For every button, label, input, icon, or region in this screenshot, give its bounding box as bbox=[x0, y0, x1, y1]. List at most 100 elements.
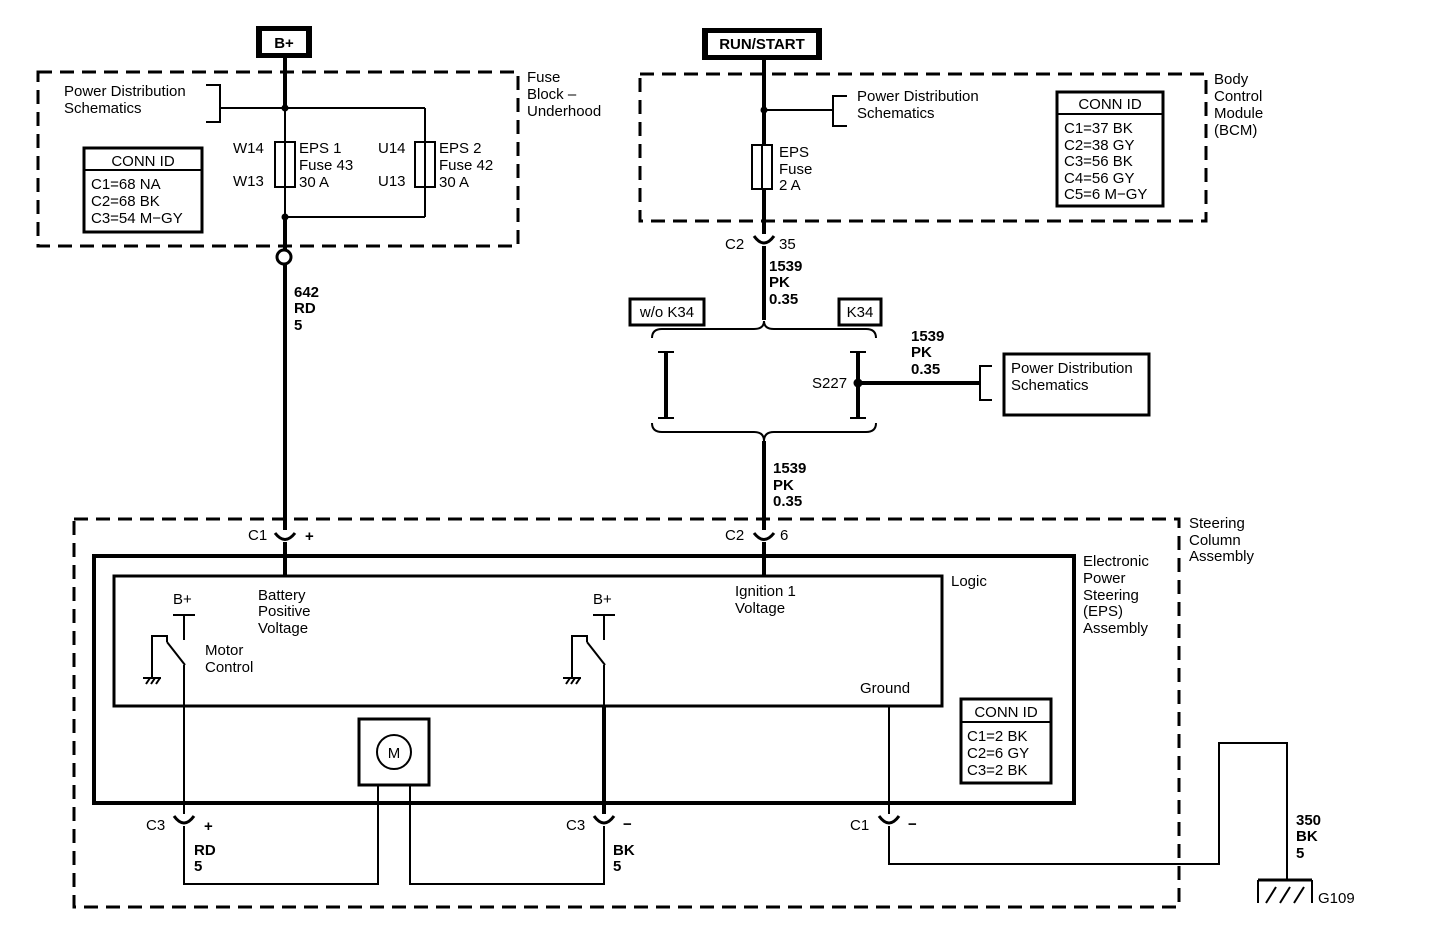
ground-g109-icon bbox=[1257, 878, 1313, 904]
logic-block bbox=[112, 574, 944, 708]
splice-pds-ref[interactable]: Power Distribution Schematics bbox=[1002, 352, 1151, 417]
svg-text:Schematics: Schematics bbox=[64, 100, 142, 117]
steering-column-title: Steering Column Assembly bbox=[1189, 515, 1255, 565]
svg-text:350: 350 bbox=[1296, 812, 1321, 829]
svg-text:EPS 2: EPS 2 bbox=[439, 140, 482, 157]
eps-connector-c1-top: C1 + bbox=[248, 527, 314, 545]
svg-text:Schematics: Schematics bbox=[1011, 377, 1089, 394]
svg-text:Fuse: Fuse bbox=[779, 161, 812, 178]
svg-text:C1=2 BK: C1=2 BK bbox=[967, 728, 1027, 745]
wire-642-label: 642 RD 5 bbox=[294, 284, 319, 334]
svg-text:Assembly: Assembly bbox=[1083, 620, 1149, 637]
eps-title: Electronic Power Steering (EPS) Assembly bbox=[1083, 553, 1149, 637]
svg-text:Control: Control bbox=[1214, 88, 1262, 105]
svg-text:Motor: Motor bbox=[205, 642, 243, 659]
svg-text:EPS 1: EPS 1 bbox=[299, 140, 342, 157]
svg-text:BK: BK bbox=[613, 842, 635, 859]
svg-text:Body: Body bbox=[1214, 71, 1249, 88]
option-brace-top bbox=[651, 320, 877, 339]
svg-text:Steering: Steering bbox=[1189, 515, 1245, 532]
svg-text:C2=6 GY: C2=6 GY bbox=[967, 745, 1029, 762]
bplus-source: B+ bbox=[256, 26, 312, 58]
ground-label: Ground bbox=[860, 680, 910, 697]
svg-text:C1=68 NA: C1=68 NA bbox=[91, 176, 161, 193]
svg-text:M: M bbox=[388, 745, 401, 762]
motor-negative-wire bbox=[409, 785, 605, 885]
svg-text:w/o K34: w/o K34 bbox=[639, 304, 694, 321]
svg-text:C3: C3 bbox=[146, 817, 165, 834]
svg-text:K34: K34 bbox=[847, 304, 874, 321]
svg-text:35: 35 bbox=[779, 236, 796, 253]
svg-text:Power Distribution: Power Distribution bbox=[857, 88, 979, 105]
terminal-circle bbox=[275, 248, 293, 266]
eps-conn-id-table: CONN ID C1=2 BK C2=6 GY C3=2 BK bbox=[959, 697, 1053, 785]
svg-text:0.35: 0.35 bbox=[769, 291, 798, 308]
ground-wire-350 bbox=[888, 742, 1288, 880]
eps-connector-c2-top: C2 6 bbox=[725, 527, 788, 544]
svg-text:C3=2 BK: C3=2 BK bbox=[967, 762, 1027, 779]
svg-text:1539: 1539 bbox=[773, 460, 806, 477]
svg-text:CONN ID: CONN ID bbox=[974, 704, 1038, 721]
fuse-eps2: U14 U13 EPS 2 Fuse 42 30 A bbox=[378, 108, 493, 217]
svg-text:C1: C1 bbox=[248, 527, 267, 544]
svg-text:0.35: 0.35 bbox=[773, 493, 802, 510]
ground-g109-label: G109 bbox=[1318, 890, 1355, 907]
svg-text:Voltage: Voltage bbox=[258, 620, 308, 637]
svg-text:Voltage: Voltage bbox=[735, 600, 785, 617]
svg-text:1539: 1539 bbox=[769, 258, 802, 275]
svg-text:C2: C2 bbox=[725, 236, 744, 253]
bplus-source-label: B+ bbox=[274, 35, 294, 52]
svg-text:PK: PK bbox=[769, 274, 790, 291]
jumper-without-k34 bbox=[658, 351, 674, 419]
svg-text:Assembly: Assembly bbox=[1189, 548, 1255, 565]
wire-1539-upper-label: 1539 PK 0.35 bbox=[769, 258, 802, 308]
ground-wire-label: 350 BK 5 bbox=[1296, 812, 1321, 862]
run-start-label: RUN/START bbox=[719, 36, 805, 53]
svg-text:Column: Column bbox=[1189, 532, 1241, 549]
bplus-left-label: B+ bbox=[173, 591, 192, 608]
bcm-boundary bbox=[638, 72, 1208, 223]
eps-connector-c3-left: C3 + bbox=[146, 815, 213, 835]
fuse-block-pds-ref[interactable]: Power Distribution Schematics bbox=[64, 83, 285, 123]
svg-text:0.35: 0.35 bbox=[911, 361, 940, 378]
svg-text:CONN ID: CONN ID bbox=[1078, 96, 1142, 113]
motor-control-switch-right: B+ bbox=[563, 591, 615, 706]
svg-text:Fuse 43: Fuse 43 bbox=[299, 157, 353, 174]
svg-text:−: − bbox=[908, 816, 917, 833]
svg-text:Ignition 1: Ignition 1 bbox=[735, 583, 796, 600]
fuse-block-boundary bbox=[36, 70, 520, 248]
eps-assembly-boundary bbox=[92, 554, 1076, 805]
svg-text:Electronic: Electronic bbox=[1083, 553, 1149, 570]
svg-text:W14: W14 bbox=[233, 140, 264, 157]
connector-cup bbox=[752, 235, 776, 245]
eps-connector-c3-right: C3 − bbox=[566, 815, 632, 834]
svg-text:642: 642 bbox=[294, 284, 319, 301]
bcm-pds-ref[interactable]: Power Distribution Schematics bbox=[764, 88, 979, 127]
option-with-k34: K34 bbox=[837, 297, 883, 327]
svg-text:Power: Power bbox=[1083, 570, 1126, 587]
svg-text:Fuse: Fuse bbox=[527, 69, 560, 86]
svg-text:+: + bbox=[305, 528, 314, 545]
motor-positive-wire bbox=[183, 785, 379, 885]
option-brace-bottom bbox=[651, 422, 877, 442]
svg-text:5: 5 bbox=[194, 858, 202, 875]
svg-text:Underhood: Underhood bbox=[527, 103, 601, 120]
svg-text:C3=54 M−GY: C3=54 M−GY bbox=[91, 210, 183, 227]
steering-column-boundary bbox=[72, 517, 1181, 909]
svg-text:2 A: 2 A bbox=[779, 177, 801, 194]
bcm-connector-c2: C2 35 bbox=[725, 235, 796, 253]
svg-text:5: 5 bbox=[613, 858, 621, 875]
svg-text:Steering: Steering bbox=[1083, 587, 1139, 604]
pds-bracket bbox=[206, 84, 221, 123]
svg-text:1539: 1539 bbox=[911, 328, 944, 345]
motor-negative-wire-label: BK 5 bbox=[613, 842, 635, 875]
svg-text:PK: PK bbox=[773, 477, 794, 494]
svg-text:+: + bbox=[204, 818, 213, 835]
svg-text:Fuse 42: Fuse 42 bbox=[439, 157, 493, 174]
svg-text:(BCM): (BCM) bbox=[1214, 122, 1257, 139]
svg-text:W13: W13 bbox=[233, 173, 264, 190]
motor: M bbox=[357, 717, 431, 787]
option-without-k34: w/o K34 bbox=[628, 297, 706, 327]
bcm-title: Body Control Module (BCM) bbox=[1214, 71, 1263, 139]
svg-text:EPS: EPS bbox=[779, 144, 809, 161]
